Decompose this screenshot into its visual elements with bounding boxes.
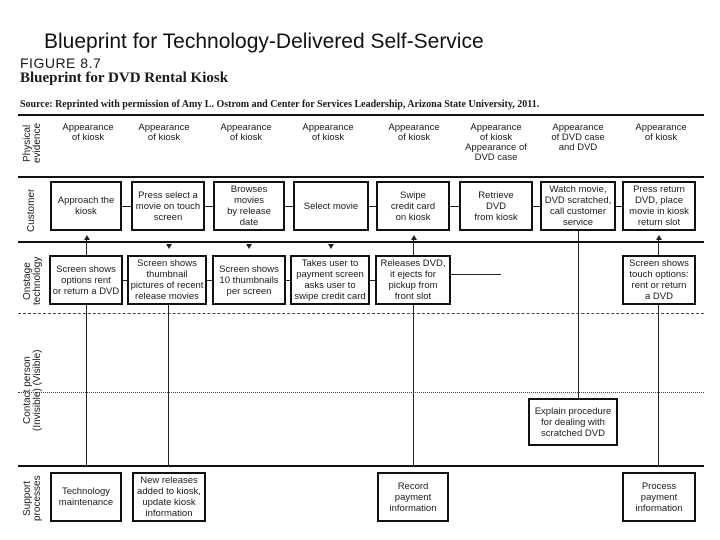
arrow-down-icon [166,244,172,249]
connector [123,280,127,281]
arrow-down-icon [246,244,252,249]
connector [450,206,459,207]
connector [285,206,293,207]
customer-action-retrieve-dvd: Retrieve DVD from kiosk [459,181,533,231]
connector [86,240,87,255]
lane-label-physical-evidence: Physical evidence [22,122,43,164]
connector [168,305,169,465]
arrow-up-icon [84,235,90,240]
customer-action-browse-movies: Browses movies by release date [213,181,285,231]
arrow-down-icon [328,244,334,249]
connector [658,305,659,465]
customer-action-select-movie: Select movie [293,181,369,231]
connector [413,240,414,255]
physical-evidence-1: Appearance of kiosk [62,122,114,143]
onstage-tech-thumbnails: Screen shows thumbnail pictures of recen… [127,255,207,305]
connector [370,280,375,281]
customer-action-swipe-card: Swipe credit card on kiosk [376,181,450,231]
arrow-up-icon [656,235,662,240]
top-rule [18,114,704,116]
connector [86,305,87,465]
connector [413,305,414,465]
arrow-up-icon [411,235,417,240]
onstage-tech-ten-thumbnails: Screen shows 10 thumbnails per screen [212,255,286,305]
contact-person-explain-procedure: Explain procedure for dealing with scrat… [528,398,618,446]
support-record-payment: Record payment information [377,472,449,522]
physical-evidence-6: Appearance of kiosk Appearance of DVD ca… [465,122,527,163]
line-visible-invisible [18,392,704,393]
onstage-tech-release-dvd: Releases DVD, it ejects for pickup from … [375,255,451,305]
connector [369,206,376,207]
connector [533,206,540,207]
onstage-tech-options: Screen shows options rent or return a DV… [49,255,123,305]
connector [451,274,501,275]
connector [207,280,212,281]
connector [205,206,213,207]
line-of-internal-interaction [18,465,704,467]
support-process-payment: Process payment information [622,472,696,522]
lane-label-onstage-technology: Onstage technology [22,256,43,306]
onstage-tech-payment-screen: Takes user to payment screen asks user t… [290,255,370,305]
physical-evidence-3: Appearance of kiosk [220,122,272,143]
line-of-interaction-top [18,176,704,178]
connector [286,280,290,281]
connector [658,240,659,255]
figure-label: FIGURE 8.7 [20,55,102,71]
physical-evidence-7: Appearance of DVD case and DVD [551,122,605,153]
figure-source: Source: Reprinted with permission of Amy… [20,99,540,110]
support-technology-maintenance: Technology maintenance [50,472,122,522]
physical-evidence-4: Appearance of kiosk [302,122,354,143]
onstage-tech-touch-options: Screen shows touch options: rent or retu… [622,255,696,305]
physical-evidence-5: Appearance of kiosk [388,122,440,143]
customer-action-select-movie-touch: Press select a movie on touch screen [131,181,205,231]
line-of-visibility [18,313,704,314]
physical-evidence-8: Appearance of kiosk [635,122,687,143]
customer-action-call-service: Watch movie, DVD scratched, call custome… [540,181,616,231]
support-new-releases: New releases added to kiosk, update kios… [132,472,206,522]
connector [578,231,579,398]
line-of-interaction [18,241,704,243]
figure-name: Blueprint for DVD Rental Kiosk [20,70,229,86]
connector [122,206,131,207]
customer-action-approach-kiosk: Approach the kiosk [50,181,122,231]
customer-action-return-dvd: Press return DVD, place movie in kiosk r… [622,181,696,231]
lane-label-customer: Customer [26,188,37,232]
physical-evidence-2: Appearance of kiosk [138,122,190,143]
slide-title: Blueprint for Technology-Delivered Self-… [44,30,484,53]
lane-label-support-processes: Support processes [22,475,43,521]
lane-label-contact-person: Contact person (Invisible) (Visible) [22,349,43,431]
connector [616,206,622,207]
